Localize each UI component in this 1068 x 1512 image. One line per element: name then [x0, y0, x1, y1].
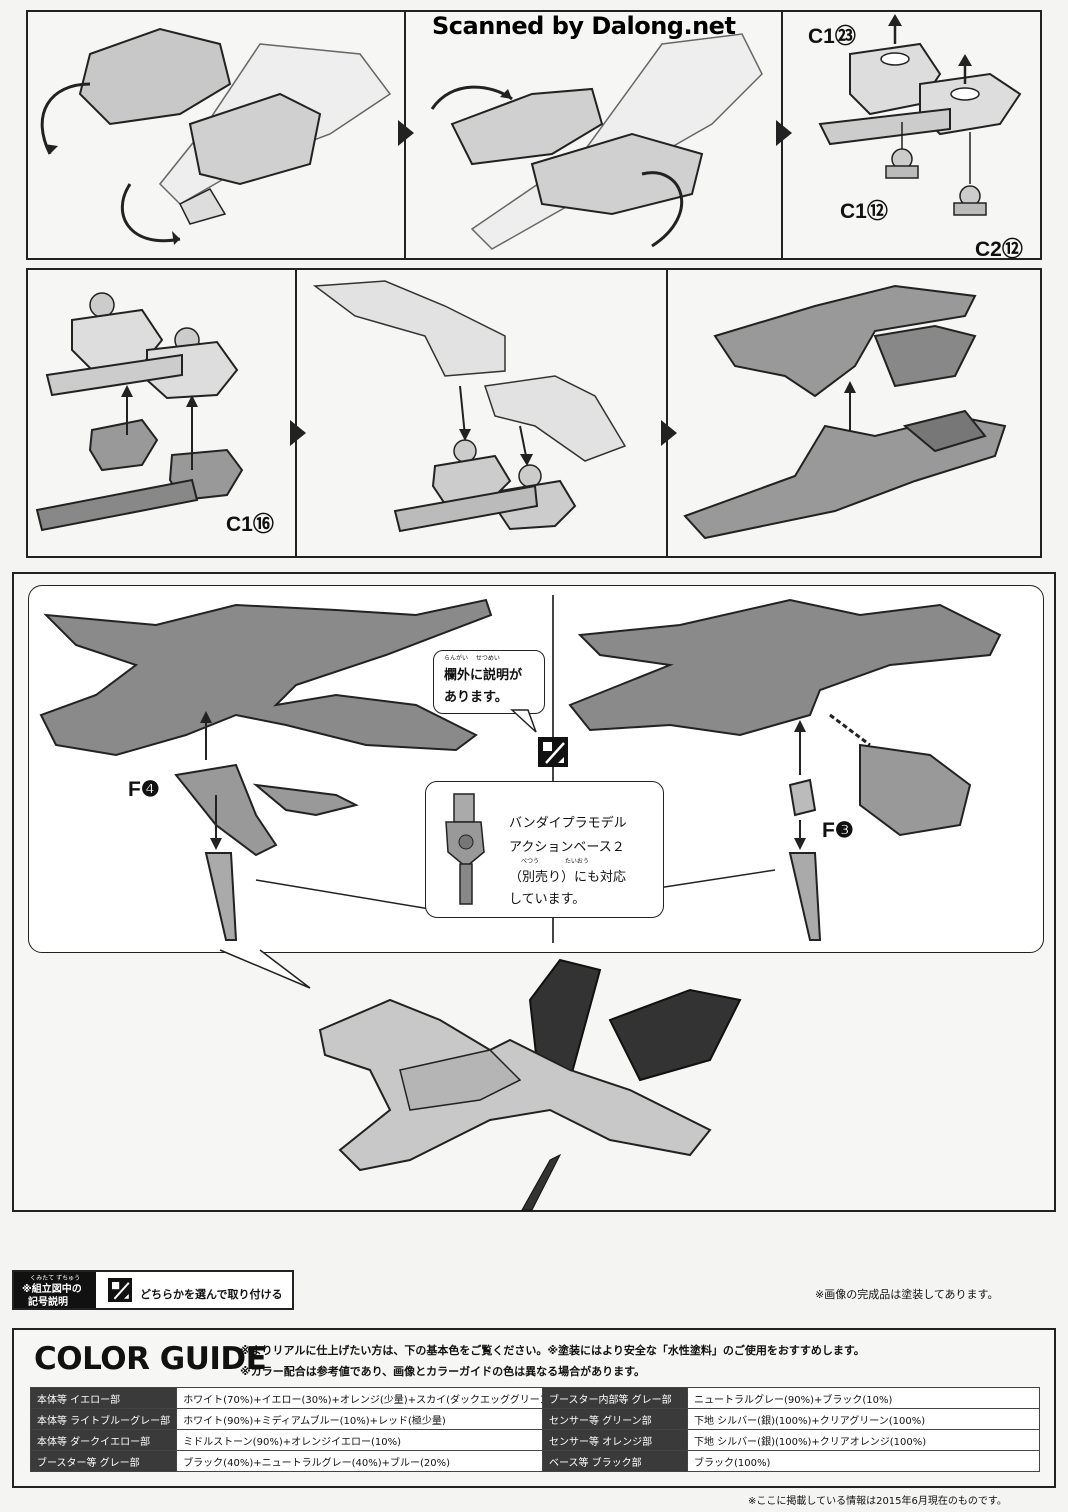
speech-bubble: らんがい せつめい 欄外に説明が あります。: [433, 650, 545, 714]
mix-cell: ブラック(40%)+ニュートラルグレー(40%)+ブルー(20%): [176, 1450, 598, 1472]
choose-one-icon: [108, 1278, 132, 1302]
part-cell: 本体等 ダークイエロー部: [29, 1429, 178, 1451]
callout-text: バンダイプラモデル: [509, 816, 627, 831]
color-guide-intro: ※よりリアルに仕上げたい方は、下の基本色をご覧ください。※塗装にはより安全な「水…: [240, 1344, 865, 1357]
mix-cell: 下地 シルバー(銀)(100%)+クリアグリーン(100%): [687, 1408, 1040, 1430]
table-row: ベース等 ブラック部ブラック(100%): [542, 1450, 1040, 1472]
bubble-tail: [510, 709, 537, 733]
color-guide-title: COLOR GUIDE: [34, 1341, 267, 1377]
assembly-illustration: [35, 292, 244, 532]
step-arrow-icon: [661, 420, 677, 446]
bubble-text: あります。: [444, 690, 508, 705]
date-footnote: ※ここに掲載している情報は2015年6月現在のものです。: [748, 1496, 1007, 1507]
part-cell: センサー等 グリーン部: [542, 1408, 688, 1430]
legend-description: どちらかを選んで取り付ける: [140, 1288, 283, 1301]
mix-cell: ブラック(100%): [687, 1450, 1040, 1472]
legend-title: 記号説明: [28, 1297, 68, 1308]
mix-cell: 下地 シルバー(銀)(100%)+クリアオレンジ(100%): [687, 1429, 1040, 1451]
part-cell: 本体等 ライトブルーグレー部: [29, 1408, 178, 1430]
info-callout: バンダイプラモデル アクションベース２ べつう たいおう （別売り）にも対応 し…: [425, 781, 664, 918]
table-row: 本体等 イエロー部ホワイト(70%)+イエロー(30%)+オレンジ(少量)+スカ…: [29, 1387, 598, 1409]
assembly-illustration: [40, 27, 392, 245]
part-cell: ベース等 ブラック部: [542, 1450, 688, 1472]
part-label: F❹: [128, 778, 160, 801]
table-row: ブースター等 グレー部ブラック(40%)+ニュートラルグレー(40%)+ブルー(…: [29, 1450, 598, 1472]
table-row: センサー等 グリーン部下地 シルバー(銀)(100%)+クリアグリーン(100%…: [542, 1408, 1040, 1430]
mix-cell: ミドルストーン(90%)+オレンジイエロー(10%): [176, 1429, 598, 1451]
table-row: 本体等 ライトブルーグレー部ホワイト(90%)+ミディアムブルー(10%)+レッ…: [29, 1408, 598, 1430]
color-guide-table-right: ブースター内部等 グレー部ニュートラルグレー(90%)+ブラック(10%) セン…: [542, 1387, 1040, 1472]
painted-note: ※画像の完成品は塗装してあります。: [815, 1288, 999, 1301]
assembly-illustration: [818, 14, 1022, 216]
divider: [552, 595, 554, 943]
action-base-icon: [445, 793, 485, 905]
table-row: ブースター内部等 グレー部ニュートラルグレー(90%)+ブラック(10%): [542, 1387, 1040, 1409]
part-label: F❸: [822, 819, 854, 842]
part-label: C1⑫: [840, 200, 888, 223]
callout-text: アクションベース２: [509, 840, 625, 855]
assembly-illustration: [39, 598, 493, 941]
part-label: C2⑫: [975, 238, 1023, 261]
divider: [295, 270, 297, 556]
color-guide-table-left: 本体等 イエロー部ホワイト(70%)+イエロー(30%)+オレンジ(少量)+スカ…: [29, 1387, 598, 1472]
step-arrow-icon: [398, 120, 414, 146]
callout-text: しています。: [509, 892, 586, 907]
mix-cell: ニュートラルグレー(90%)+ブラック(10%): [687, 1387, 1040, 1409]
part-cell: ブースター等 グレー部: [29, 1450, 178, 1472]
assembly-illustration: [430, 33, 763, 250]
callout-text: （別売り）にも対応: [509, 870, 627, 885]
divider: [666, 270, 668, 556]
ruby-text: らんがい せつめい: [444, 655, 500, 662]
ruby-text: べつう たいおう: [521, 858, 589, 865]
assembly-illustration: [683, 284, 1007, 540]
watermark: Scanned by Dalong.net: [432, 12, 736, 40]
part-cell: センサー等 オレンジ部: [542, 1429, 688, 1451]
legend-title: ※組立図中の: [22, 1284, 82, 1295]
assembly-illustration: [312, 280, 627, 533]
table-row: 本体等 ダークイエロー部ミドルストーン(90%)+オレンジイエロー(10%): [29, 1429, 598, 1451]
finished-model-illustration: [318, 958, 742, 1211]
ruby-text: くみたて ずちゅう: [30, 1275, 81, 1282]
color-guide-intro: ※カラー配合は参考値であり、画像とカラーガイドの色は異なる場合があります。: [240, 1365, 646, 1378]
part-label: C1㉓: [808, 25, 856, 48]
legend-header: くみたて ずちゅう ※組立図中の 記号説明: [14, 1272, 96, 1308]
step-arrow-icon: [290, 420, 306, 446]
mix-cell: ホワイト(70%)+イエロー(30%)+オレンジ(少量)+スカイ(ダックエッググ…: [176, 1387, 598, 1409]
step-arrow-icon: [776, 120, 792, 146]
assembly-illustration: [568, 598, 1002, 941]
part-cell: 本体等 イエロー部: [29, 1387, 178, 1409]
mix-cell: ホワイト(90%)+ミディアムブルー(10%)+レッド(極少量): [176, 1408, 598, 1430]
part-label: C1⑯: [226, 513, 274, 536]
choose-one-icon: [538, 737, 568, 767]
bubble-text: 欄外に説明が: [444, 668, 523, 683]
table-row: センサー等 オレンジ部下地 シルバー(銀)(100%)+クリアオレンジ(100%…: [542, 1429, 1040, 1451]
legend-box: くみたて ずちゅう ※組立図中の 記号説明 どちらかを選んで取り付ける: [12, 1270, 294, 1310]
part-cell: ブースター内部等 グレー部: [542, 1387, 688, 1409]
callout-pointer: [219, 949, 311, 989]
